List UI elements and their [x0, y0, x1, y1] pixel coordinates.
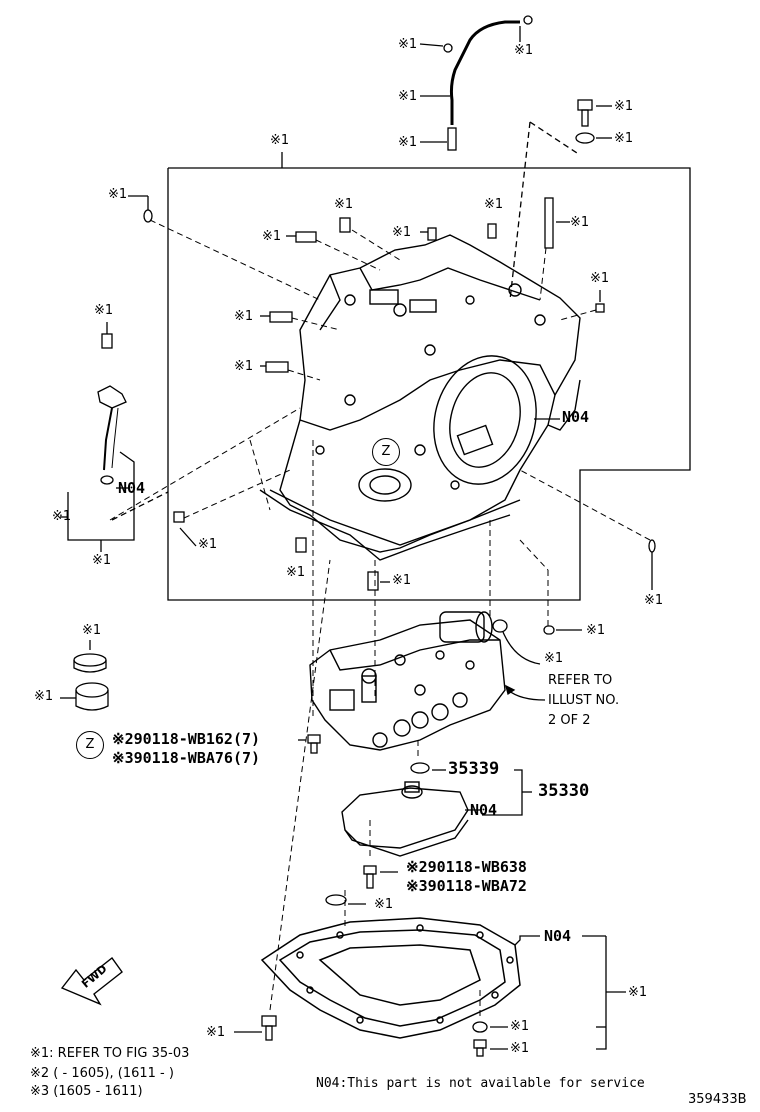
ref1-label: ※1: [270, 133, 290, 148]
ref1-label: ※1: [206, 1025, 226, 1040]
ref1-label: ※1: [374, 897, 394, 912]
n04-label: N04: [470, 801, 498, 819]
ref1-label: ※1: [92, 553, 112, 568]
n04-label: N04: [544, 927, 572, 945]
oil-strainer: [341, 781, 469, 857]
ref1-label: ※1: [52, 509, 72, 524]
ref1-label: ※1: [94, 303, 114, 318]
n04-label: N04: [118, 479, 146, 497]
ref1-label: ※1: [234, 359, 254, 374]
case-group-frame: [167, 167, 691, 601]
ref1-label: ※1: [570, 215, 590, 230]
ref1-label: ※1: [644, 593, 664, 608]
n04-label: N04: [562, 408, 590, 426]
ref1-label: ※1: [398, 89, 418, 104]
footnote-1: ※1: REFER TO FIG 35-03: [30, 1046, 190, 1061]
ref1-label: ※1: [286, 565, 306, 580]
ref1-label: ※1: [262, 229, 282, 244]
ref1-label: ※1: [586, 623, 606, 638]
ref1-label: ※1: [334, 197, 354, 212]
figure-id: 359433B: [688, 1092, 747, 1107]
bolt-part-number: ※290118-WB638: [406, 858, 527, 876]
ref1-label: ※1: [628, 985, 648, 1000]
n04-footnote: N04:This part is not available for servi…: [316, 1076, 645, 1091]
ref1-label: ※1: [590, 271, 610, 286]
refer-to-line2: ILLUST NO.: [548, 693, 620, 708]
ref1-label: ※1: [510, 1041, 530, 1056]
bolt-part-number: ※390118-WBA76(7): [112, 749, 261, 767]
footnote-3: ※3 (1605 - 1611): [30, 1084, 143, 1099]
part-number-35339: 35339: [448, 759, 500, 779]
ref1-label: ※1: [82, 623, 102, 638]
ref1-label: ※1: [198, 537, 218, 552]
transmission-case: [259, 234, 581, 561]
bolt-part-number: ※390118-WBA72: [406, 877, 527, 895]
z-marker: Z: [76, 731, 104, 759]
ref1-label: ※1: [392, 225, 412, 240]
ref1-label: ※1: [614, 131, 634, 146]
ref1-label: ※1: [544, 651, 564, 666]
footnote-2: ※2 ( - 1605), (1611 - ): [30, 1066, 174, 1081]
refer-to-line3: 2 OF 2: [548, 713, 591, 728]
ref1-label: ※1: [34, 689, 54, 704]
z-marker: Z: [372, 438, 400, 466]
dipstick-tube: [449, 20, 520, 125]
ref1-label: ※1: [484, 197, 504, 212]
ref1-label: ※1: [234, 309, 254, 324]
ref1-label: ※1: [614, 99, 634, 114]
ref1-label: ※1: [514, 43, 534, 58]
ref1-label: ※1: [398, 135, 418, 150]
ref1-label: ※1: [510, 1019, 530, 1034]
refer-to-line1: REFER TO: [548, 673, 613, 688]
oil-pan: [260, 917, 521, 1039]
ref1-label: ※1: [392, 573, 412, 588]
valve-body: [309, 611, 506, 751]
bolt-part-number: ※290118-WB162(7): [112, 730, 261, 748]
fwd-arrow: [60, 956, 123, 1006]
part-number-35330: 35330: [538, 781, 590, 801]
ref1-label: ※1: [108, 187, 128, 202]
ref1-label: ※1: [398, 37, 418, 52]
